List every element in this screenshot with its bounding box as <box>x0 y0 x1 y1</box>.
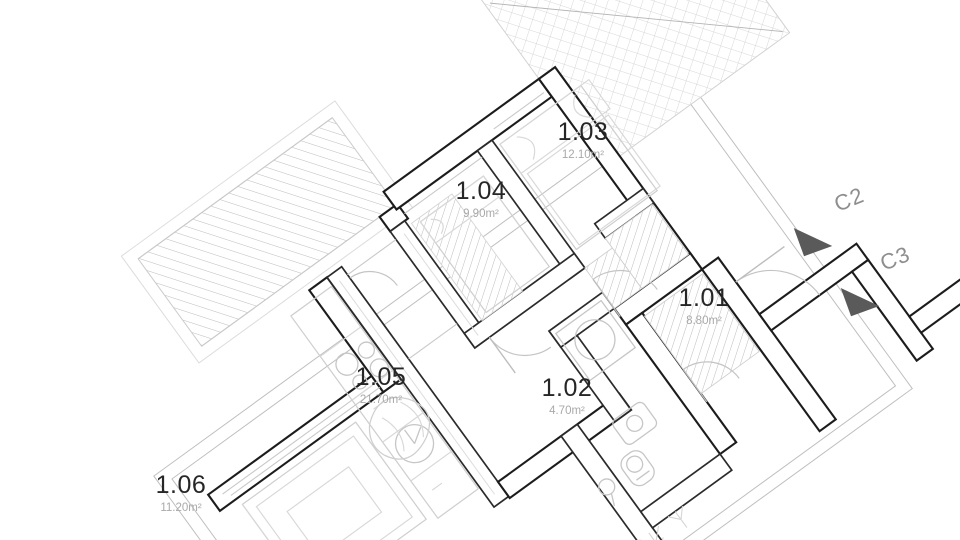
glazing-and-inner-lines <box>222 92 545 496</box>
room-labels: 1.01 8.80m² 1.02 4.70m² 1.03 12.10m² 1.0… <box>156 118 730 514</box>
terrace-decking-upper <box>426 0 791 169</box>
room-area-1-03: 12.10m² <box>562 149 604 161</box>
staircase-upper <box>120 100 414 364</box>
room-area-1-04: 9.90m² <box>463 208 499 220</box>
room-label-1-06: 1.06 11.20m² <box>156 471 207 514</box>
section-arrow-c3-icon <box>840 288 880 317</box>
furniture-bed-1-03 <box>499 78 661 251</box>
room-label-1-01: 1.01 8.80m² <box>679 284 730 327</box>
room-code-1-01: 1.01 <box>679 284 730 312</box>
room-label-1-04: 1.04 9.90m² <box>456 177 507 220</box>
room-area-1-06: 11.20m² <box>160 502 202 514</box>
planting-symbols <box>639 506 688 540</box>
room-code-1-03: 1.03 <box>558 118 609 146</box>
room-area-1-02: 4.70m² <box>549 405 585 417</box>
exterior-wall-tail <box>907 256 960 335</box>
furniture-bed-1-04 <box>419 175 550 314</box>
room-area-1-01: 8.80m² <box>686 315 722 327</box>
room-code-1-04: 1.04 <box>456 177 507 205</box>
kitchen-fixtures <box>290 285 479 519</box>
room-label-1-05: 1.05 21.70m² <box>356 363 407 406</box>
stair-hatch-hall <box>604 203 690 290</box>
room-code-1-02: 1.02 <box>542 374 593 402</box>
room-label-1-03: 1.03 12.10m² <box>558 118 609 161</box>
furniture-living-1-05 <box>241 397 431 540</box>
bathroom-fixtures-1-02 <box>554 299 658 507</box>
room-code-1-05: 1.05 <box>356 363 407 391</box>
room-label-1-02: 1.02 4.70m² <box>542 374 593 417</box>
section-arrow-c2-icon <box>793 228 833 257</box>
furniture-armchair <box>368 397 431 460</box>
door-swings <box>349 246 821 403</box>
room-area-1-05: 21.70m² <box>360 394 402 406</box>
room-code-1-06: 1.06 <box>156 471 207 499</box>
